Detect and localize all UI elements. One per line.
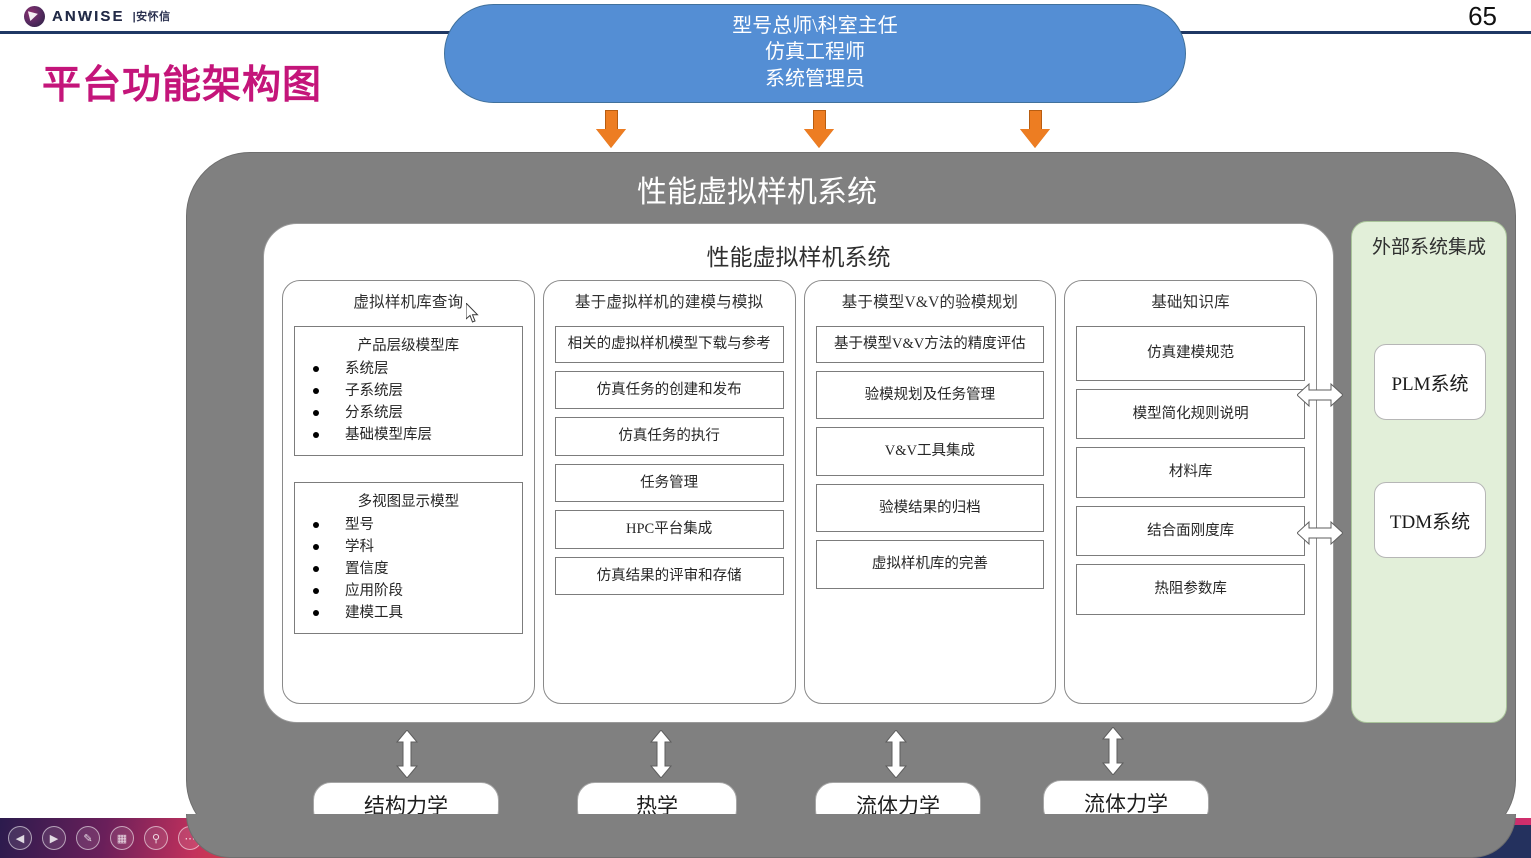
item-box[interactable]: 虚拟样机库的完善 [815, 540, 1045, 589]
column-vv-planning[interactable]: 基于模型V&V的验模规划 基于模型V&V方法的精度评估 验模规划及任务管理 V&… [803, 280, 1057, 704]
column-title: 虚拟样机库查询 [353, 294, 464, 311]
item-box[interactable]: 模型简化规则说明 [1076, 388, 1305, 440]
prev-slide-icon[interactable]: ◀ [8, 826, 32, 850]
group-title: 多视图显示模型 [357, 494, 460, 511]
pen-icon[interactable]: ✎ [76, 826, 100, 850]
next-slide-icon[interactable]: ▶ [42, 826, 66, 850]
item-box[interactable]: 验模结果的归档 [815, 483, 1045, 533]
brand-logo: ANWISE |安怀信 [24, 4, 171, 28]
item-box[interactable]: 相关的虚拟样机模型下载与参考 [554, 326, 784, 363]
system-title: 性能虚拟样机系统 [637, 176, 877, 209]
item-box[interactable]: 验模规划及任务管理 [815, 370, 1045, 420]
bidirectional-arrow-icon-tdm [1297, 520, 1343, 546]
role-line-1: 型号总师\科室主任 [732, 14, 898, 37]
group-product-hierarchy[interactable]: 产品层级模型库 系统层 子系统层 分系统层 基础模型库层 [294, 326, 523, 457]
external-system-plm[interactable]: PLM系统 [1374, 344, 1486, 420]
group-title: 产品层级模型库 [357, 338, 460, 354]
list-item: 子系统层 [301, 380, 516, 402]
column-knowledge-base[interactable]: 基础知识库 仿真建模规范 模型简化规则说明 材料库 结合面刚度库 热阻参数库 [1064, 280, 1317, 704]
list-item: 型号 [301, 514, 516, 536]
item-box[interactable]: 仿真建模规范 [1076, 326, 1305, 381]
item-box[interactable]: 仿真任务的创建和发布 [554, 370, 784, 410]
anwise-logo-icon [24, 5, 45, 27]
down-arrow-icon-1 [596, 110, 626, 148]
item-box[interactable]: 仿真结果的评审和存储 [554, 556, 784, 596]
item-box[interactable]: 仿真任务的执行 [554, 417, 784, 456]
more-options-icon[interactable]: ⋯ [178, 826, 202, 850]
down-arrow-icon-3 [1020, 110, 1050, 148]
vertical-arrow-icon-2 [649, 730, 673, 778]
column-title: 基于虚拟样机的建模与模拟 [574, 294, 764, 311]
column-vp-library-query[interactable]: 虚拟样机库查询 产品层级模型库 系统层 子系统层 分系统层 基础模型库层 [282, 280, 535, 704]
zoom-icon[interactable]: ⚲ [144, 826, 168, 850]
item-box[interactable]: 结合面刚度库 [1076, 505, 1305, 557]
slide-grid-icon[interactable]: ▦ [110, 826, 134, 850]
list-item: 分系统层 [301, 402, 516, 424]
subsystem-title: 性能虚拟样机系统 [706, 245, 891, 270]
item-box[interactable]: 任务管理 [554, 463, 784, 503]
item-box[interactable]: 材料库 [1076, 447, 1305, 498]
brand-name: ANWISE [52, 7, 125, 25]
vertical-arrow-icon-1 [395, 730, 419, 778]
list-item: 置信度 [301, 558, 516, 580]
vertical-arrow-icon-4 [1101, 727, 1125, 775]
list-item: 系统层 [301, 358, 516, 380]
list-item: 应用阶段 [301, 580, 516, 602]
external-systems-panel: 外部系统集成 PLM系统 TDM系统 [1351, 221, 1507, 723]
external-systems-title: 外部系统集成 [1371, 237, 1486, 258]
vertical-arrow-icon-3 [884, 730, 908, 778]
list-item: 学科 [301, 536, 516, 558]
bidirectional-arrow-icon-plm [1297, 382, 1343, 408]
roles-capsule: 型号总师\科室主任 仿真工程师 系统管理员 [444, 4, 1186, 103]
subsystem-panel: 性能虚拟样机系统 虚拟样机库查询 产品层级模型库 系统层 子系统层 分系统层 基… [263, 223, 1334, 723]
item-box[interactable]: 热阻参数库 [1076, 564, 1305, 615]
column-title: 基于模型V&V的验模规划 [841, 294, 1019, 311]
function-columns: 虚拟样机库查询 产品层级模型库 系统层 子系统层 分系统层 基础模型库层 [282, 280, 1317, 704]
group-multiview-model[interactable]: 多视图显示模型 型号 学科 置信度 应用阶段 建模工具 [294, 482, 523, 635]
page-number: 65 [1468, 1, 1497, 31]
role-line-3: 系统管理员 [765, 67, 865, 90]
system-container: 性能虚拟样机系统 性能虚拟样机系统 虚拟样机库查询 产品层级模型库 系统层 子系… [186, 152, 1516, 844]
item-box[interactable]: 基于模型V&V方法的精度评估 [815, 326, 1045, 363]
page-title: 平台功能架构图 [42, 64, 323, 107]
taskbar: ◀ ▶ ✎ ▦ ⚲ ⋯ SE [0, 818, 1531, 858]
down-arrow-icon-2 [804, 110, 834, 148]
external-system-tdm[interactable]: TDM系统 [1374, 482, 1486, 558]
presentation-controls: ◀ ▶ ✎ ▦ ⚲ ⋯ [8, 826, 202, 850]
list-item: 建模工具 [301, 602, 516, 624]
taskbar-brand-text: SE [1424, 835, 1453, 854]
taskbar-brand-panel: SE [1295, 825, 1531, 858]
item-box[interactable]: HPC平台集成 [554, 510, 784, 549]
role-line-2: 仿真工程师 [765, 41, 865, 64]
column-title: 基础知识库 [1151, 294, 1230, 311]
item-box[interactable]: V&V工具集成 [815, 427, 1045, 476]
list-item: 基础模型库层 [301, 424, 516, 446]
column-modeling-simulation[interactable]: 基于虚拟样机的建模与模拟 相关的虚拟样机模型下载与参考 仿真任务的创建和发布 仿… [542, 280, 796, 704]
brand-name-cn: |安怀信 [132, 11, 171, 23]
mouse-cursor-icon [465, 301, 480, 325]
